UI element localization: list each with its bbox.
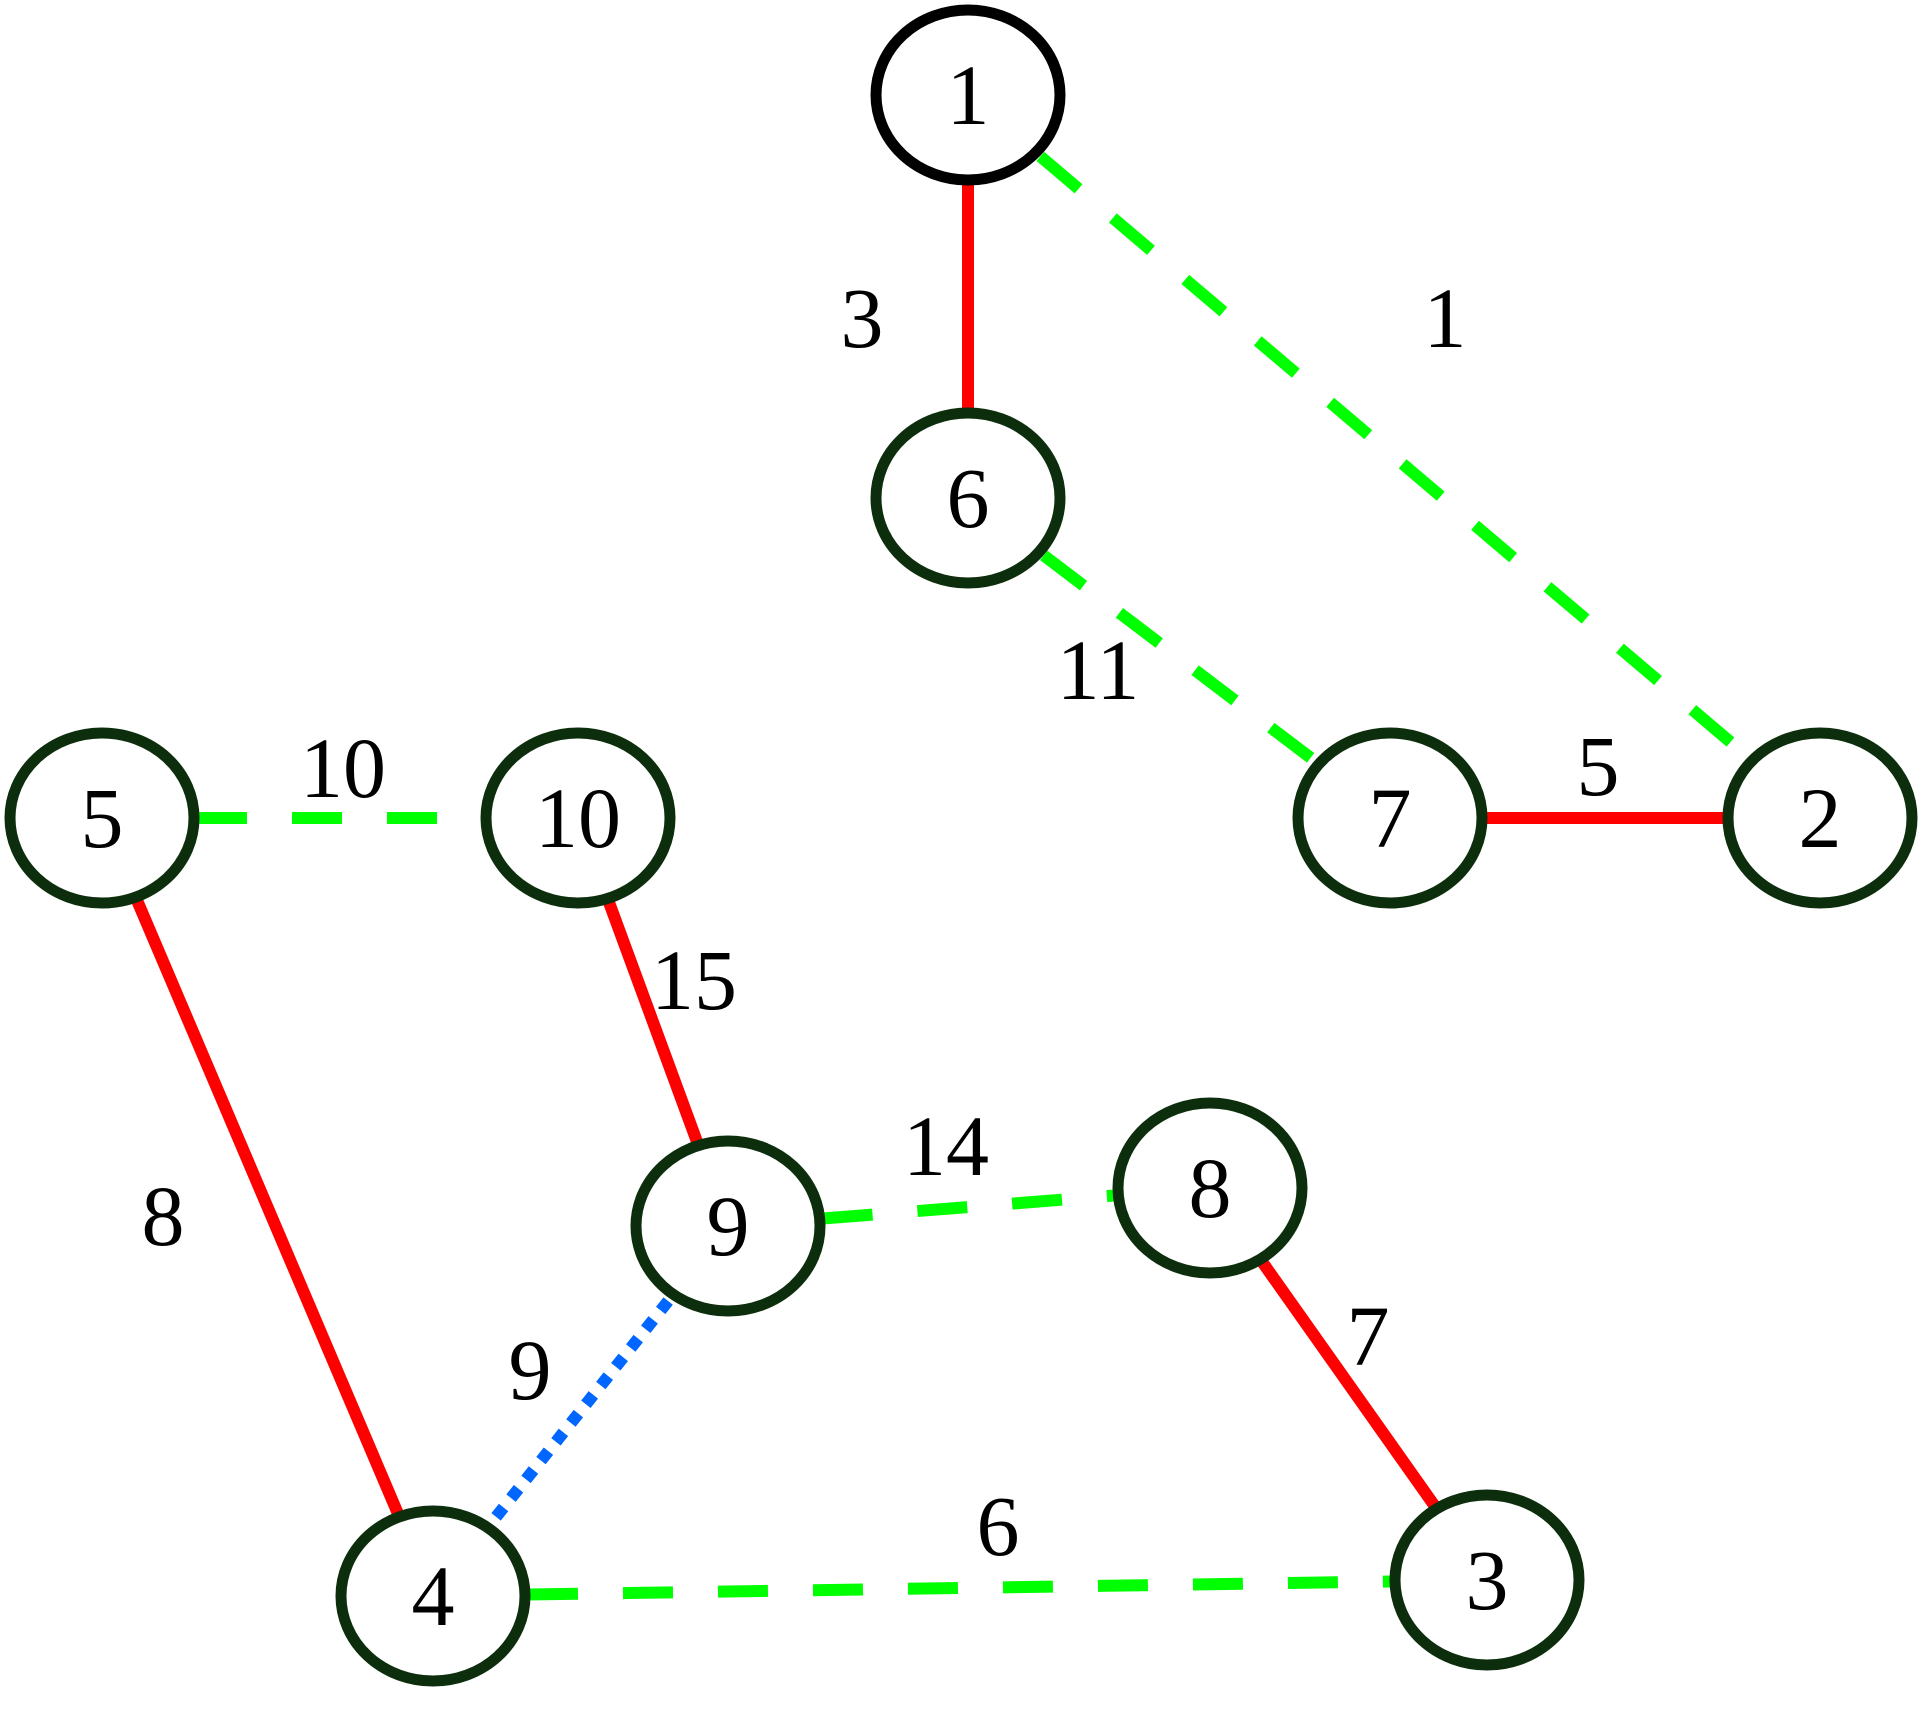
node-label: 6 <box>947 450 990 546</box>
edge-weight-6-7: 11 <box>1057 622 1140 718</box>
edge-weight-7-2: 5 <box>1577 718 1620 814</box>
node-label: 9 <box>707 1178 750 1274</box>
edge-weight-4-3: 6 <box>977 1478 1020 1574</box>
node-8: 8 <box>1112 1097 1308 1279</box>
node-3: 3 <box>1389 1489 1585 1671</box>
node-circle <box>1389 1489 1585 1671</box>
edge-weight-9-4: 9 <box>509 1322 552 1418</box>
edge-4-3 <box>432 1574 1488 1602</box>
node-circle <box>1722 727 1918 909</box>
edge-weight-1-6: 3 <box>841 270 884 366</box>
node-10: 10 <box>480 727 676 909</box>
node-circle <box>870 407 1066 589</box>
node-4: 4 <box>335 1505 531 1687</box>
node-circle <box>335 1505 531 1687</box>
node-label: 2 <box>1799 770 1842 866</box>
node-label: 4 <box>412 1548 455 1644</box>
nodes-layer: 1 2 3 4 5 6 7 8 9 10 <box>4 4 1918 1687</box>
node-circle <box>480 727 676 909</box>
edge-weight-1-2: 1 <box>1424 270 1467 366</box>
edge-weight-9-8: 14 <box>903 1098 989 1194</box>
edge-weight-5-10: 10 <box>300 720 386 816</box>
node-7: 7 <box>1292 727 1488 909</box>
node-circle <box>4 727 200 909</box>
edge-weight-8-3: 7 <box>1347 1288 1390 1384</box>
node-9: 9 <box>630 1135 826 1317</box>
edge-5-4 <box>96 815 439 1599</box>
node-label: 5 <box>81 770 124 866</box>
node-circle <box>1112 1097 1308 1279</box>
edges-layer <box>96 90 1824 1602</box>
node-circle <box>870 4 1066 186</box>
node-label: 10 <box>535 770 621 866</box>
node-6: 6 <box>870 407 1066 589</box>
edge-weight-10-9: 15 <box>651 932 737 1028</box>
node-circle <box>630 1135 826 1317</box>
node-label: 8 <box>1189 1140 1232 1236</box>
node-label: 1 <box>947 47 990 143</box>
node-label: 3 <box>1466 1532 1509 1628</box>
node-circle <box>1292 727 1488 909</box>
node-label: 7 <box>1369 770 1412 866</box>
node-1: 1 <box>870 4 1066 186</box>
edge-weight-5-4: 8 <box>142 1168 185 1264</box>
node-5: 5 <box>4 727 200 909</box>
node-2: 2 <box>1722 727 1918 909</box>
